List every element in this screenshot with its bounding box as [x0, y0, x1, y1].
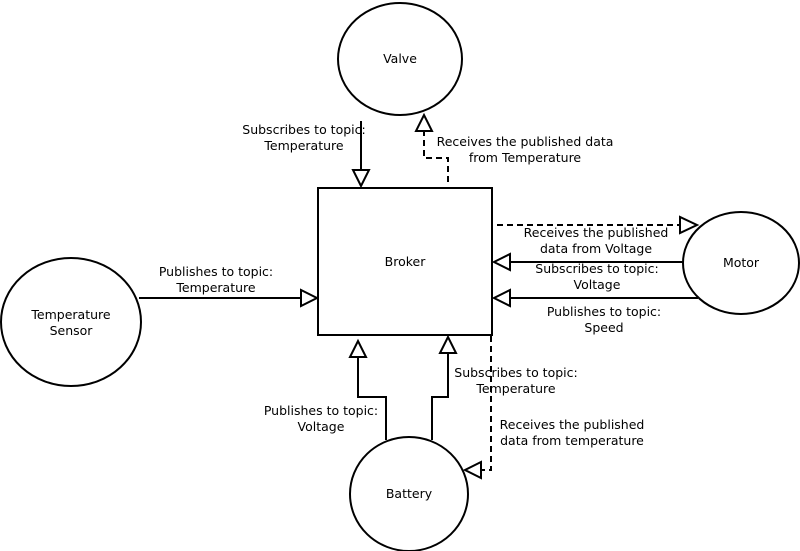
- edge-label-line: Publishes to topic:: [547, 304, 661, 319]
- valve-label: Valve: [383, 51, 417, 66]
- label-motor-receives: Receives the published data from Voltage: [524, 225, 669, 256]
- arrowhead: [300, 288, 320, 308]
- sensor-label-line2: Sensor: [50, 323, 94, 338]
- label-battery-subscribes: Subscribes to topic: Temperature: [454, 365, 577, 396]
- arrowhead: [351, 169, 371, 189]
- label-valve-receives: Receives the published data from Tempera…: [437, 134, 614, 165]
- arrowhead: [414, 112, 434, 132]
- edge-label-line: Publishes to topic:: [264, 403, 378, 418]
- edge-motor-publishes: [491, 288, 698, 308]
- motor-label: Motor: [723, 255, 760, 270]
- label-motor-subscribes: Subscribes to topic: Voltage: [535, 261, 658, 292]
- node-motor: Motor: [682, 211, 800, 315]
- node-valve: Valve: [337, 2, 463, 116]
- node-temperature-sensor: Temperature Sensor: [0, 257, 142, 387]
- node-broker: Broker: [317, 187, 493, 336]
- edge-label-line: Voltage: [298, 419, 345, 434]
- label-battery-publishes: Publishes to topic: Voltage: [264, 403, 378, 434]
- label-motor-publishes: Publishes to topic: Speed: [547, 304, 661, 335]
- edge-label-line: Temperature: [263, 138, 343, 153]
- edge-motor-subscribes: [491, 252, 683, 272]
- node-battery: Battery: [349, 436, 469, 551]
- edge-sensor-publishes: [139, 288, 320, 308]
- edge-motor-receives: [497, 215, 700, 235]
- edge-label-line: Receives the published: [524, 225, 669, 240]
- edge-label-line: Temperature: [175, 280, 255, 295]
- label-battery-receives: Receives the published data from tempera…: [500, 417, 645, 448]
- broker-label: Broker: [385, 254, 427, 269]
- edge-label-line: Publishes to topic:: [159, 264, 273, 279]
- battery-label: Battery: [386, 486, 433, 501]
- edge-battery-publishes: [348, 338, 387, 440]
- arrowhead: [462, 460, 482, 480]
- edge-battery-subscribes: [431, 334, 458, 440]
- edge-label-line: Temperature: [475, 381, 555, 396]
- sensor-label-line1: Temperature: [30, 307, 110, 322]
- label-sensor-publishes: Publishes to topic: Temperature: [159, 264, 273, 295]
- arrowhead: [679, 215, 700, 235]
- edge-label-line: from Temperature: [469, 150, 582, 165]
- edge-label-line: Voltage: [574, 277, 621, 292]
- edge-valve-subscribes: [351, 121, 371, 189]
- edge-label-line: data from Voltage: [540, 241, 652, 256]
- arrowhead: [438, 334, 458, 354]
- edge-valve-receives: [414, 112, 449, 182]
- edge-battery-receives: [462, 336, 492, 480]
- arrowhead: [491, 252, 511, 272]
- edge-label-line: data from temperature: [500, 433, 644, 448]
- edge-label-line: Speed: [584, 320, 623, 335]
- arrowhead: [491, 288, 511, 308]
- arrowhead: [348, 338, 368, 358]
- edge-label-line: Subscribes to topic:: [242, 122, 365, 137]
- edge-label-line: Receives the published: [500, 417, 645, 432]
- edge-label-line: Subscribes to topic:: [535, 261, 658, 276]
- label-valve-subscribes: Subscribes to topic: Temperature: [242, 122, 365, 153]
- edge-label-line: Subscribes to topic:: [454, 365, 577, 380]
- edge-label-line: Receives the published data: [437, 134, 614, 149]
